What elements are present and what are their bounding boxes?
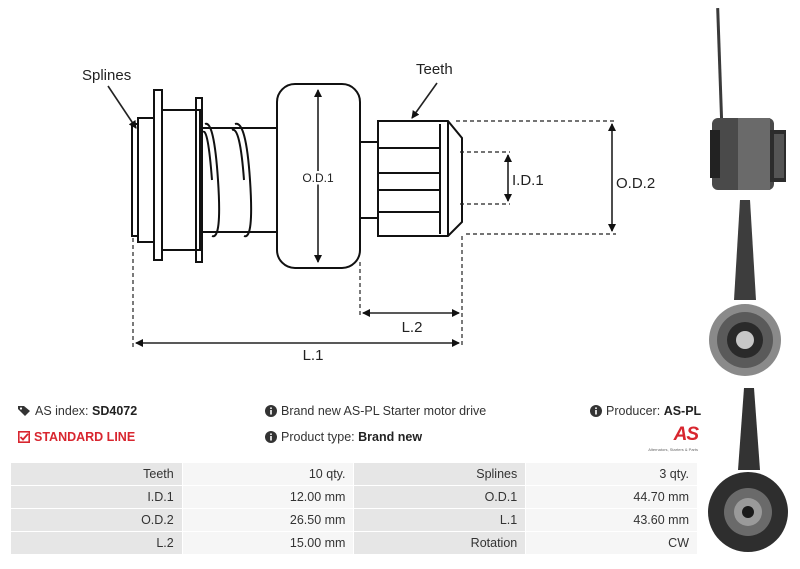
product-photos <box>708 7 788 552</box>
table-row: L.2 15.00 mm Rotation CW <box>10 531 698 555</box>
spec-key: L.1 <box>353 508 527 532</box>
producer-label: Producer: <box>606 404 661 418</box>
l2-label: L.2 <box>402 319 423 336</box>
id1-label: I.D.1 <box>512 172 544 189</box>
dimension-lines <box>107 82 616 348</box>
product-type: Product type: Brand new <box>265 430 422 444</box>
tag-icon <box>18 406 30 416</box>
standard-line: STANDARD LINE <box>18 430 135 444</box>
spec-key: Rotation <box>353 531 527 555</box>
as-index: AS index: SD4072 <box>18 404 137 418</box>
table-row: Teeth 10 qty. Splines 3 qty. <box>10 462 698 486</box>
spec-value: 10 qty. <box>181 462 355 486</box>
od1-label: O.D.1 <box>302 171 334 185</box>
spec-key: Splines <box>353 462 527 486</box>
spec-value: 3 qty. <box>525 462 698 486</box>
logo-mark: AS <box>673 424 699 445</box>
spec-key: I.D.1 <box>10 485 183 509</box>
description: Brand new AS-PL Starter motor drive <box>265 404 486 418</box>
technical-drawing: Splines Teeth O.D.1 O.D.1 I.D.1 O.D.2 L.… <box>82 61 655 364</box>
product-photo-side <box>710 7 786 190</box>
table-row: I.D.1 12.00 mm O.D.1 44.70 mm <box>10 485 698 509</box>
description-text: Brand new AS-PL Starter motor drive <box>281 404 487 418</box>
spec-key: L.2 <box>10 531 183 555</box>
product-photo-front <box>709 200 781 376</box>
spec-value: 15.00 mm <box>181 531 355 555</box>
product-type-label: Product type: <box>281 430 355 444</box>
od2-label: O.D.2 <box>616 175 655 192</box>
spec-value: 44.70 mm <box>525 485 698 509</box>
spec-key: O.D.2 <box>10 508 183 532</box>
spec-value: 12.00 mm <box>181 485 355 509</box>
teeth-label: Teeth <box>416 61 453 78</box>
l1-label: L.1 <box>303 347 324 364</box>
product-photo-rear <box>708 388 788 552</box>
table-row: O.D.2 26.50 mm L.1 43.60 mm <box>10 508 698 532</box>
spec-key: Teeth <box>10 462 183 486</box>
info-icon <box>265 405 277 417</box>
logo-tagline: Alternators, Starters & Parts <box>648 447 698 452</box>
spec-table: Teeth 10 qty. Splines 3 qty. I.D.1 12.00… <box>10 462 698 555</box>
as-index-value: SD4072 <box>92 404 138 418</box>
as-index-label: AS index: <box>35 404 89 418</box>
info-icon <box>590 405 602 417</box>
spec-value: 26.50 mm <box>181 508 355 532</box>
info-icon <box>265 431 277 443</box>
starter-drive-outline <box>131 83 463 269</box>
producer: Producer: AS-PL <box>590 404 701 418</box>
splines-label: Splines <box>82 67 131 84</box>
spec-value: CW <box>525 531 698 555</box>
checkbox-icon <box>18 431 30 443</box>
as-logo: AS Alternators, Starters & Parts <box>628 424 699 453</box>
producer-value: AS-PL <box>663 404 702 418</box>
product-type-value: Brand new <box>358 430 423 444</box>
spec-key: O.D.1 <box>353 485 527 509</box>
od1-label: O.D.1 <box>302 171 334 185</box>
standard-line-label: STANDARD LINE <box>34 430 136 444</box>
spec-value: 43.60 mm <box>525 508 698 532</box>
